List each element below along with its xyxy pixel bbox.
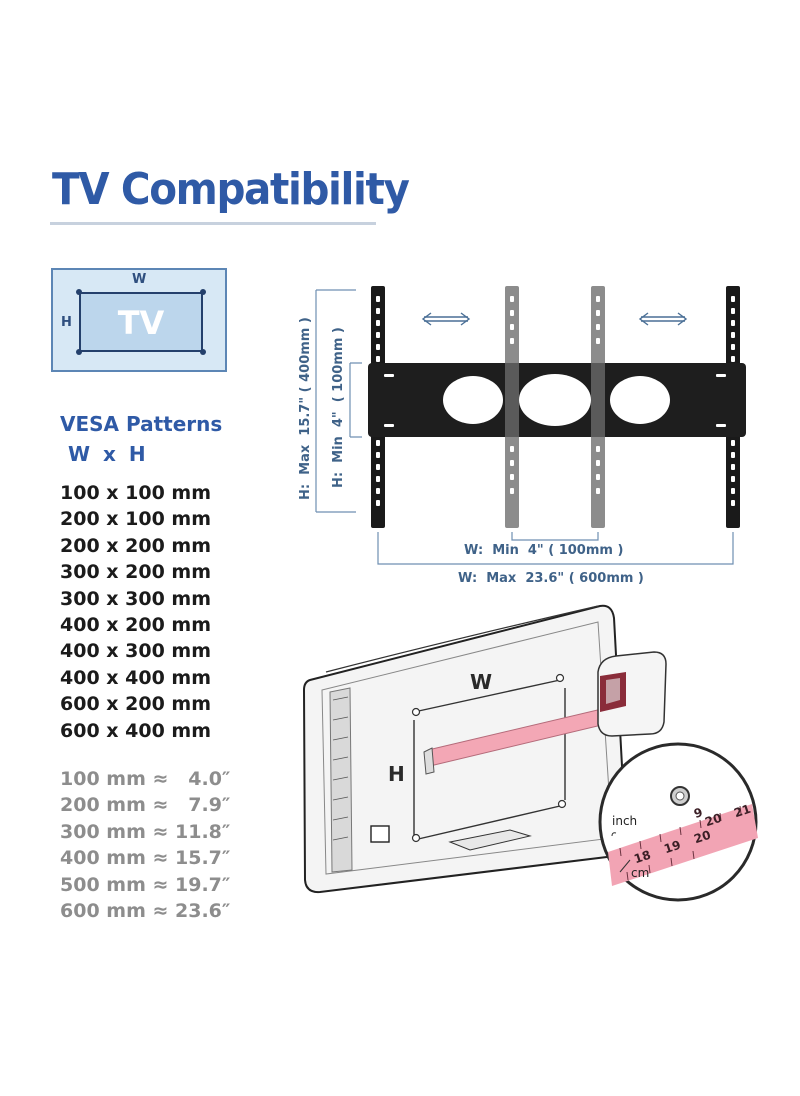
vesa-pattern-item: 300 x 200 mm [60, 561, 212, 584]
vesa-pattern-item: 400 x 400 mm [60, 666, 212, 689]
mm-inch-conversion-list: 100 mm ≈ 4.0″ 200 mm ≈ 7.9″ 300 mm ≈ 11.… [60, 766, 230, 924]
title-underline [50, 222, 376, 225]
mount-hole-dot [76, 289, 82, 295]
tape-measure-body [597, 651, 667, 737]
slide-arrow-left [421, 312, 471, 326]
vesa-pattern-list: 100 x 100 mm 200 x 100 mm 200 x 200 mm 3… [60, 480, 211, 744]
mount-hole-dot [200, 349, 206, 355]
measure-height-label: H [388, 762, 405, 786]
conversion-item: 300 mm ≈ 11.8″ [60, 820, 231, 843]
vesa-pattern-item: 600 x 400 mm [60, 719, 212, 742]
height-max-label: H: Max 15.7" ( 400mm ) [298, 317, 313, 500]
conversion-item: 500 mm ≈ 19.7″ [60, 873, 231, 896]
inch-label: inch [612, 814, 638, 828]
width-max-label: W: Max 23.6" ( 600mm ) [458, 571, 644, 586]
vesa-pattern-item: 400 x 200 mm [60, 613, 212, 636]
rail-holes [376, 296, 735, 506]
tv-width-label: W [132, 272, 147, 287]
height-min-label: H: Min 4" ( 100mm ) [331, 327, 346, 488]
conversion-item: 200 mm ≈ 7.9″ [60, 794, 231, 817]
slide-arrow-right [638, 312, 688, 326]
measure-width-label: W [470, 670, 493, 694]
vesa-pattern-item: 200 x 200 mm [60, 534, 212, 557]
tv-label: TV [117, 304, 165, 342]
mount-hole-dot [200, 289, 206, 295]
dimension-lines [315, 289, 734, 565]
page-title: TV Compatibility [52, 164, 410, 215]
conversion-item: 100 mm ≈ 4.0″ [60, 768, 231, 790]
tape-magnifier [598, 742, 758, 902]
width-min-label: W: Min 4" ( 100mm ) [464, 543, 624, 558]
vesa-heading: VESA Patterns [60, 412, 223, 436]
tv-height-label: H [61, 315, 72, 330]
conversion-item: 600 mm ≈ 23.6″ [60, 899, 231, 922]
wall-plate [368, 363, 746, 437]
vesa-pattern-item: 600 x 200 mm [60, 693, 212, 716]
mount-hole-dot [76, 349, 82, 355]
cm-label: cm [631, 866, 650, 880]
vesa-pattern-item: 300 x 300 mm [60, 587, 212, 610]
vesa-pattern-item: 100 x 100 mm [60, 482, 212, 504]
tv-icon-box: W H TV [51, 268, 227, 372]
conversion-item: 400 mm ≈ 15.7″ [60, 847, 231, 870]
tv-rear-illustration [302, 604, 758, 902]
tv-screen: TV [79, 292, 203, 352]
vesa-pattern-item: 400 x 300 mm [60, 640, 212, 663]
vesa-wh-label: W x H [68, 442, 146, 466]
vesa-pattern-item: 200 x 100 mm [60, 508, 212, 531]
